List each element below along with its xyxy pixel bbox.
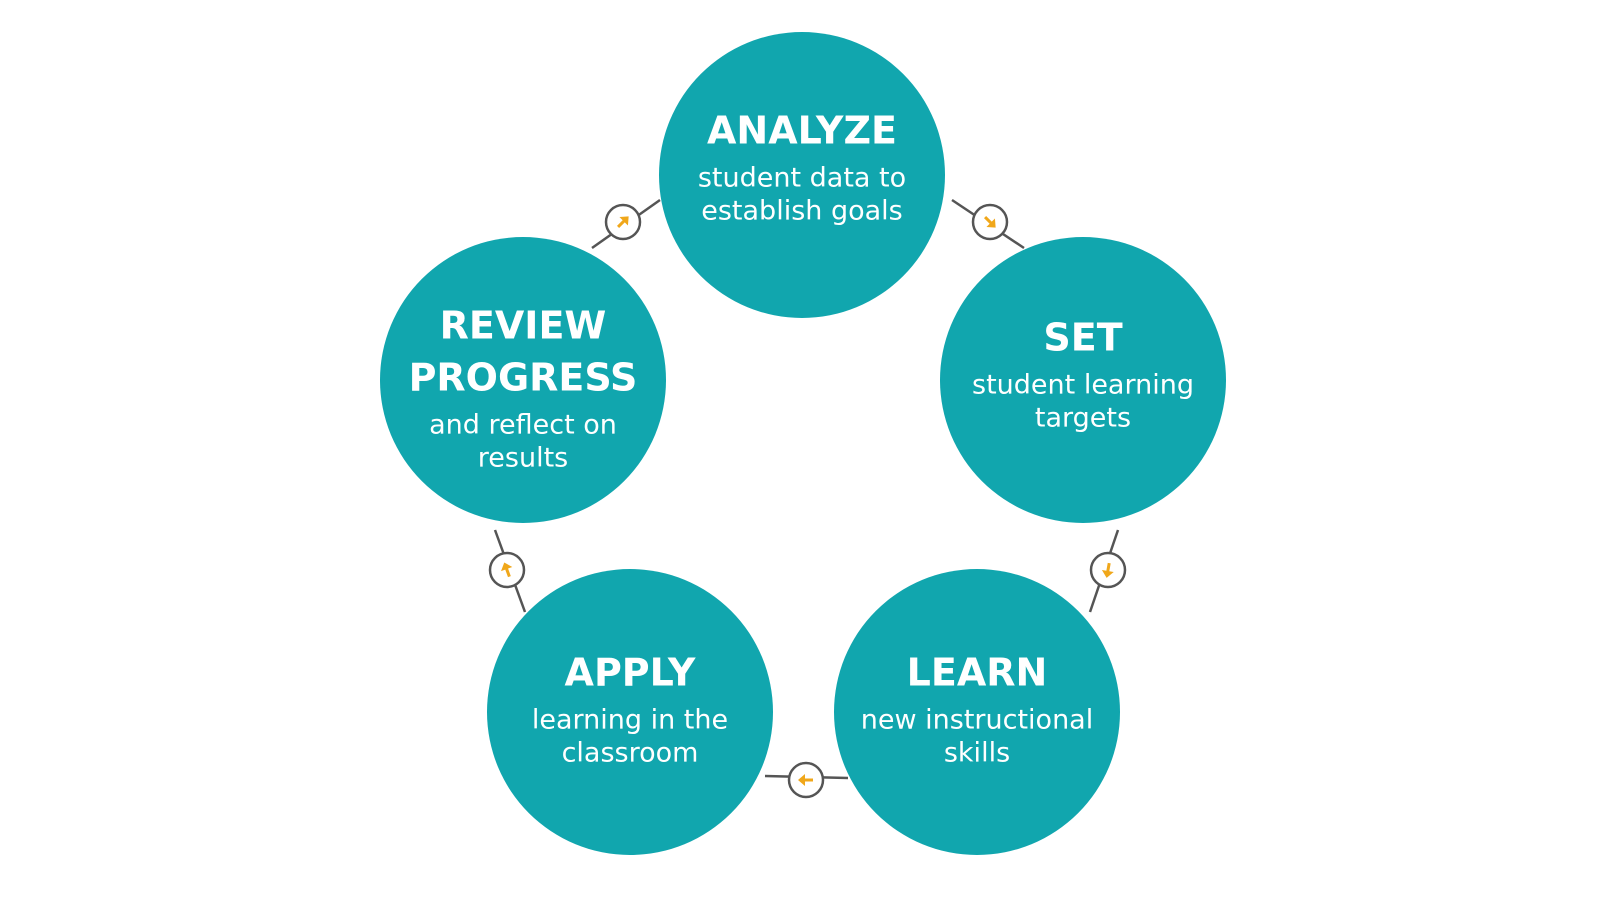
stage-circle <box>834 569 1120 855</box>
stage-description: student data to <box>698 163 906 194</box>
stage-description: establish goals <box>701 196 903 227</box>
stage-description: learning in the <box>532 705 728 736</box>
stage-description: classroom <box>562 738 699 769</box>
arrow-icon <box>971 203 1009 241</box>
stage-title: REVIEW <box>440 304 607 348</box>
arrow-icon <box>488 551 526 589</box>
stage-description: results <box>478 443 568 474</box>
arrow-icon <box>604 203 642 241</box>
stage-title: ANALYZE <box>707 109 897 153</box>
stage-description: student learning <box>972 370 1194 401</box>
connector-arrows <box>488 203 1127 799</box>
arrow-icon <box>1089 551 1127 589</box>
arrow-icon <box>787 761 825 799</box>
stage-title: SET <box>1043 316 1122 360</box>
stage-description: new instructional <box>861 705 1093 736</box>
stage-circle <box>940 237 1226 523</box>
stage-circle <box>380 237 666 523</box>
stage-description: targets <box>1035 403 1131 434</box>
stage-description: skills <box>944 738 1010 769</box>
stage-circle <box>487 569 773 855</box>
stage-title: LEARN <box>907 651 1048 695</box>
stage-description: and reflect on <box>429 410 617 441</box>
stage-circle <box>659 32 945 318</box>
stage-title: PROGRESS <box>409 356 638 400</box>
stage-title: APPLY <box>565 651 696 695</box>
